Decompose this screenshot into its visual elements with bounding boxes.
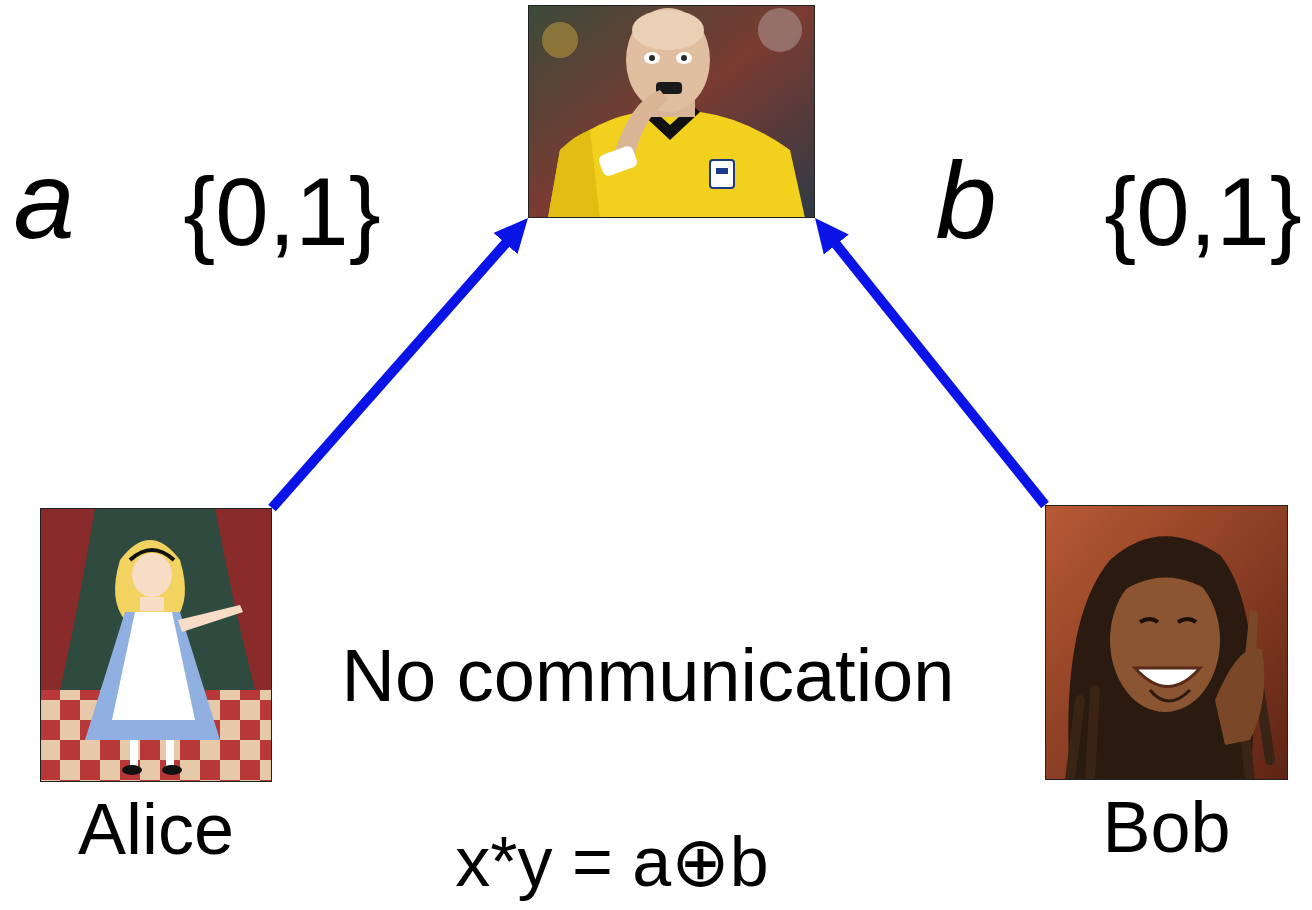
- photo-node: Alice: [40, 508, 272, 869]
- text-label: x*y = a⊕b: [455, 827, 769, 897]
- text-label: {0,1}: [183, 164, 381, 260]
- arrow-head: [815, 218, 816, 220]
- arrow-connector: [828, 234, 1045, 505]
- variable-name: a: [13, 145, 74, 255]
- arrow-connector: [272, 233, 515, 508]
- person-name: Bob: [1045, 788, 1288, 867]
- arrow-head: [527, 218, 528, 219]
- photo-frame: [1045, 505, 1288, 780]
- photo-node: Bob: [1045, 505, 1288, 867]
- photo-frame: [528, 5, 815, 218]
- person-name: Alice: [40, 790, 272, 869]
- variable-name: b: [935, 145, 996, 255]
- photo-node: [528, 5, 815, 218]
- photo-frame: [40, 508, 272, 782]
- text-label: {0,1}: [1104, 164, 1302, 260]
- bob-photo: [1045, 505, 1288, 780]
- text-label: No communication: [342, 639, 955, 713]
- referee-photo: [528, 5, 815, 218]
- alice-picture: [40, 508, 272, 782]
